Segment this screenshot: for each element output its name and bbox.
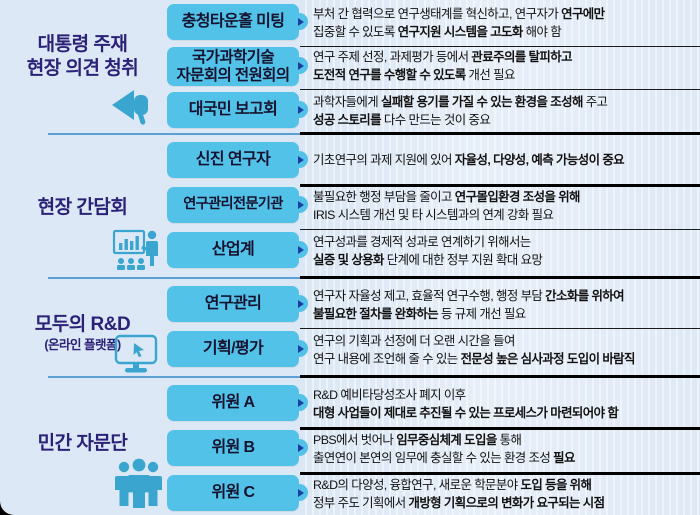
section-separator-left	[48, 376, 300, 378]
desc-line: 부처 간 협력으로 연구생태계를 혁신하고, 연구자가 연구에만	[313, 7, 605, 21]
desc-nst-advisory-council: 연구 주제 선정, 과제평가 등에서 관료주의를 탈피하고 도전적 연구를 수행…	[313, 49, 695, 84]
desc-line: 연구자 자율성 제고, 효율적 연구수행, 행정 부담 간소화를 위하여	[313, 289, 625, 303]
pill-label: 대국민 보고회	[188, 101, 278, 119]
pill-label: 국가과학기술 자문회의 전원회의	[176, 49, 291, 84]
desc-line: 성공 스토리를 다수 만드는 것이 중요	[313, 112, 491, 127]
section-separator-right	[300, 276, 700, 279]
group-label-presidential: 대통령 주재 현장 의견 청취	[0, 33, 165, 81]
group-label-private-advisory: 민간 자문단	[0, 432, 165, 456]
row-divider	[300, 472, 700, 475]
arrow-bullet-icon	[291, 241, 308, 258]
desc-line: R&D 예비타당성조사 폐지 이후	[313, 388, 466, 402]
arrow-bullet-icon	[291, 340, 308, 357]
arrow-bullet-icon	[291, 57, 308, 74]
pill-label: 충청타운홀 미팅	[181, 13, 285, 31]
row-divider	[300, 184, 700, 187]
desc-member-a: R&D 예비타당성조사 폐지 이후 대형 사업들이 제대로 추진될 수 있는 프…	[313, 387, 695, 422]
group-subtitle: (온라인 플랫폼)	[44, 337, 121, 352]
row-divider	[300, 89, 700, 90]
desc-line: IRIS 시스템 개선 및 타 시스템과의 연계 강화 필요	[313, 207, 554, 222]
pill-research-management[interactable]: 연구관리	[167, 286, 299, 322]
group-title: 모두의 R&D	[34, 314, 131, 335]
desc-line: 출연연이 본연의 임무에 충실할 수 있는 환경 조성 필요	[313, 450, 575, 465]
pill-early-career-researcher[interactable]: 신진 연구자	[167, 142, 299, 178]
arrow-bullet-icon	[291, 101, 308, 118]
megaphone-icon	[108, 85, 158, 125]
pill-label: 연구관리	[204, 295, 262, 313]
desc-line: 불필요한 행정 부담을 줄이고 연구몰입환경 조성을 위해	[313, 190, 580, 204]
pill-industry[interactable]: 산업계	[167, 232, 299, 268]
arrow-bullet-icon	[291, 484, 308, 501]
desc-line: 연구의 기획과 선정에 더 오랜 시간을 들여	[313, 334, 515, 348]
desc-line: 집중할 수 있도록 연구지원 시스템을 고도화 해야 함	[313, 24, 562, 39]
section-separator-right	[300, 375, 700, 378]
desc-planning-evaluation: 연구의 기획과 선정에 더 오랜 시간을 들여 연구 내용에 조언해 줄 수 있…	[313, 333, 695, 368]
desc-research-management: 연구자 자율성 제고, 효율적 연구수행, 행정 부담 간소화를 위하여 불필요…	[313, 288, 695, 323]
pill-label: 위원 B	[211, 439, 255, 457]
group-title: 대통령 주재 현장 의견 청취	[26, 34, 139, 79]
arrow-bullet-icon	[291, 13, 308, 30]
pill-member-a[interactable]: 위원 A	[167, 385, 299, 421]
desc-industry: 연구성과를 경제적 성과로 연계하기 위해서는 실증 및 상용화 단계에 대한 …	[313, 234, 695, 269]
section-separator-left	[48, 133, 300, 135]
row-divider	[300, 427, 700, 430]
pill-chungcheong-townhall[interactable]: 충청타운홀 미팅	[167, 4, 299, 40]
pill-label: 연구관리전문기관	[183, 196, 283, 213]
desc-research-management-agency: 불필요한 행정 부담을 줄이고 연구몰입환경 조성을 위해 IRIS 시스템 개…	[313, 189, 695, 224]
arrow-bullet-icon	[291, 196, 308, 213]
pill-label: 위원 A	[211, 394, 255, 412]
desc-early-career-researcher: 기초연구의 과제 지원에 있어 자율성, 다양성, 예측 가능성이 중요	[313, 152, 695, 170]
desc-member-c: R&D의 다양성, 융합연구, 새로운 학문분야 도입 등을 위해 정부 주도 …	[313, 477, 695, 512]
desc-line: 대형 사업들이 제대로 추진될 수 있는 프로세스가 마련되어야 함	[313, 405, 619, 420]
section-separator-right	[300, 132, 700, 135]
group-label-field-meeting: 현장 간담회	[0, 196, 165, 220]
group-label-modu-rnd: 모두의 R&D (온라인 플랫폼)	[0, 313, 165, 353]
group-title: 민간 자문단	[37, 433, 128, 454]
section-separator-left	[48, 277, 300, 279]
pill-label: 위원 C	[211, 484, 255, 502]
desc-line: 실증 및 상용화 단계에 대한 정부 지원 확대 요망	[313, 252, 543, 267]
desc-line: 도전적 연구를 수행할 수 있도록 개선 필요	[313, 67, 515, 82]
row-divider	[300, 46, 700, 47]
pill-research-management-agency[interactable]: 연구관리전문기관	[167, 187, 299, 223]
arrow-bullet-icon	[291, 439, 308, 456]
people-group-icon	[112, 458, 166, 508]
arrow-bullet-icon	[291, 295, 308, 312]
group-title: 현장 간담회	[37, 197, 128, 218]
pill-planning-evaluation[interactable]: 기획/평가	[167, 331, 299, 367]
pill-nst-advisory-council[interactable]: 국가과학기술 자문회의 전원회의	[167, 47, 299, 86]
pill-public-briefing[interactable]: 대국민 보고회	[167, 92, 299, 128]
row-divider	[300, 229, 700, 230]
desc-line: PBS에서 벗어나 임무중심체계 도입을 통해	[313, 433, 522, 447]
desc-line: 연구 주제 선정, 과제평가 등에서 관료주의를 탈피하고	[313, 50, 573, 64]
desc-line: 과학자들에게 실패할 용기를 가질 수 있는 환경을 조성해 주고	[313, 95, 608, 109]
pill-member-c[interactable]: 위원 C	[167, 475, 299, 511]
pill-label: 신진 연구자	[195, 151, 271, 169]
desc-line: 불필요한 절차를 완화하는 등 규제 개선 필요	[313, 306, 526, 321]
presentation-icon	[112, 228, 166, 276]
desc-line: R&D의 다양성, 융합연구, 새로운 학문분야 도입 등을 위해	[313, 478, 592, 492]
desc-line: 기초연구의 과제 지원에 있어 자율성, 다양성, 예측 가능성이 중요	[313, 153, 625, 167]
pill-label: 산업계	[211, 241, 255, 259]
desc-line: 연구 내용에 조언해 줄 수 있는 전문성 높은 심사과정 도입이 바람직	[313, 351, 635, 366]
desc-chungcheong-townhall: 부처 간 협력으로 연구생태계를 혁신하고, 연구자가 연구에만 집중할 수 있…	[313, 6, 695, 41]
arrow-bullet-icon	[291, 151, 308, 168]
monitor-cursor-icon	[112, 334, 162, 376]
desc-member-b: PBS에서 벗어나 임무중심체계 도입을 통해 출연연이 본연의 임무에 충실할…	[313, 432, 695, 467]
pill-label: 기획/평가	[202, 340, 264, 358]
pill-member-b[interactable]: 위원 B	[167, 430, 299, 466]
desc-line: 연구성과를 경제적 성과로 연계하기 위해서는	[313, 235, 531, 249]
desc-public-briefing: 과학자들에게 실패할 용기를 가질 수 있는 환경을 조성해 주고 성공 스토리…	[313, 94, 695, 129]
desc-line: 정부 주도 기획에서 개방형 기획으로의 변화가 요구되는 시점	[313, 495, 605, 510]
arrow-bullet-icon	[291, 394, 308, 411]
row-divider	[300, 328, 700, 329]
